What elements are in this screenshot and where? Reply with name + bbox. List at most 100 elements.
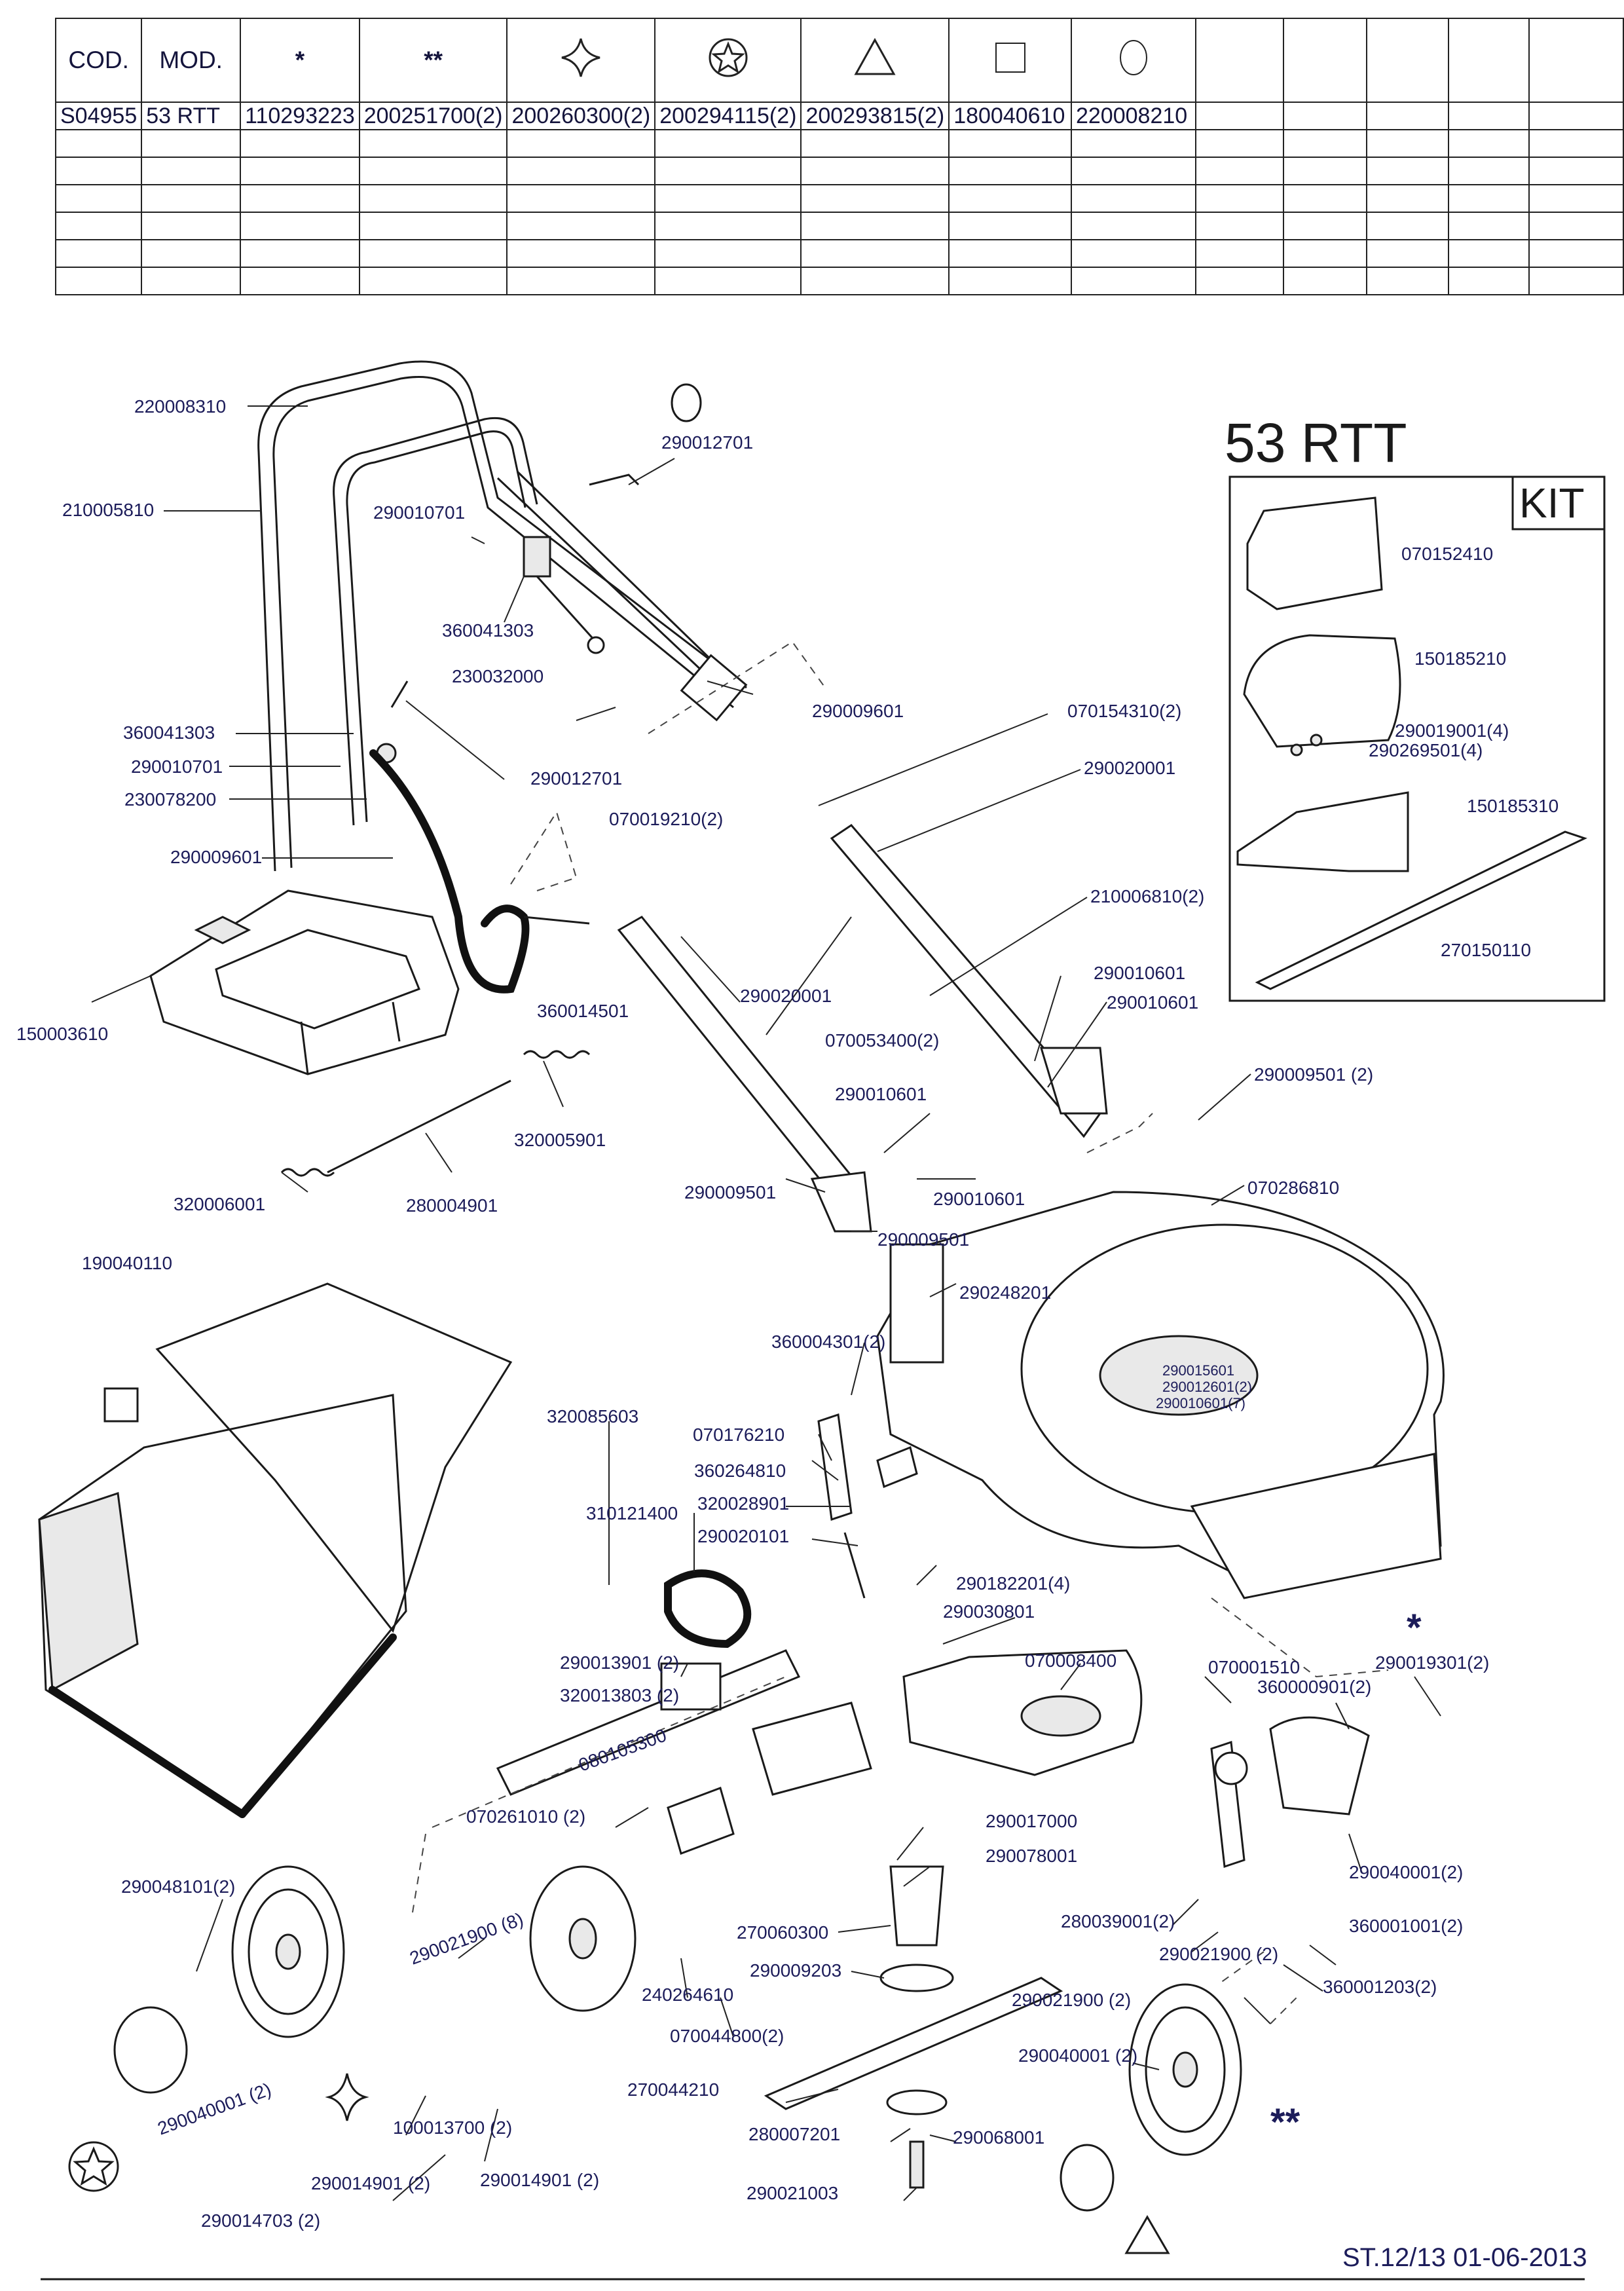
kit-part-290269501: 290269501(4): [1369, 740, 1483, 760]
table-row: [54, 212, 1624, 240]
table-header-cell: [1528, 18, 1624, 103]
table-row: [54, 184, 1624, 213]
callout-290010601: 290010601: [1094, 963, 1185, 983]
callout-210005810: 210005810: [62, 500, 154, 520]
model-title: 53 RTT: [1225, 412, 1407, 474]
table-row: [54, 129, 1624, 158]
table-cell: 180040610: [948, 102, 1072, 130]
table-cell: [1282, 102, 1368, 130]
callout-070286810: 070286810: [1247, 1178, 1339, 1198]
table-cell: [506, 157, 656, 185]
callout-070053400: 070053400(2): [825, 1030, 939, 1051]
table-cell: [240, 157, 360, 185]
double-star-marker: **: [1270, 2101, 1301, 2144]
table-cell: [358, 267, 508, 295]
star-circle-symbol-icon: [68, 2141, 119, 2192]
callout-290013901: 290013901 (2): [560, 1652, 679, 1673]
callout-290040001-c: 290040001 (2): [155, 2079, 274, 2138]
table-cell: [1528, 212, 1624, 240]
callout-290021900-8: 290021900 (8): [407, 1909, 526, 1968]
table-cell: [358, 184, 508, 213]
table-cell: [1447, 129, 1530, 158]
callout-070001510: 070001510: [1208, 1657, 1300, 1677]
table-cell: [54, 157, 143, 185]
drive-wheel-hub: [529, 1865, 637, 2012]
table-cell: [1366, 184, 1449, 213]
table-cell: [948, 212, 1072, 240]
four-point-star-symbol-icon: [325, 2073, 369, 2121]
table-cell: [54, 212, 143, 240]
callout-280004901: 280004901: [406, 1195, 498, 1216]
callout-320085603: 320085603: [547, 1406, 638, 1426]
flap-springs-rod: [280, 1050, 591, 1177]
table-cell: [1282, 239, 1368, 268]
table-cell: [54, 267, 143, 295]
table-cell: [358, 129, 508, 158]
table-header-cell: [1366, 18, 1449, 103]
table-cell: [800, 267, 950, 295]
height-adjuster: [1210, 1716, 1370, 1869]
callout-290010601-d: 290010601: [933, 1189, 1025, 1209]
callout-290014703: 290014703 (2): [201, 2210, 320, 2231]
table-cell: [1366, 129, 1449, 158]
table-cell: [1366, 157, 1449, 185]
callout-360001203: 360001203(2): [1323, 1977, 1437, 1997]
table-cell: [1070, 157, 1196, 185]
callout-070261010: 070261010 (2): [466, 1806, 585, 1827]
table-cell: [1528, 157, 1624, 185]
handle-knob-assembly: [376, 474, 640, 764]
table-cell: [800, 184, 950, 213]
grouping-dashes: [412, 641, 1389, 2024]
table-header-cell: COD.: [54, 18, 143, 103]
callout-290010601-e: 290010601(7): [1156, 1395, 1246, 1411]
engine-lever: [817, 1413, 918, 1599]
table-cell: [506, 239, 656, 268]
table-cell: [54, 129, 143, 158]
rear-flap: [149, 889, 460, 1075]
table-cell: [240, 212, 360, 240]
table-cell: [800, 212, 950, 240]
table-cell: [1282, 184, 1368, 213]
table-cell: [240, 239, 360, 268]
callout-290009601-b: 290009601: [170, 847, 262, 867]
table-header-cell: MOD.: [141, 18, 242, 103]
callout-360004301: 360004301(2): [771, 1332, 885, 1352]
table-cell: [141, 267, 242, 295]
callout-310121400: 310121400: [586, 1503, 678, 1523]
table-cell: [1528, 102, 1624, 130]
table-cell: [1070, 239, 1196, 268]
gearbox-cover: [902, 1649, 1143, 1776]
table-cell: [1194, 129, 1284, 158]
kit-box: [1228, 475, 1606, 1002]
callout-290021003: 290021003: [747, 2183, 838, 2203]
table-cell: [1447, 157, 1530, 185]
table-cell: [948, 267, 1072, 295]
callout-360001001: 360001001(2): [1349, 1916, 1463, 1936]
table-cell: [1070, 267, 1196, 295]
gearbox-assembly: [496, 1649, 872, 1855]
callout-290030801: 290030801: [943, 1601, 1035, 1622]
table-header-cell: [1447, 18, 1530, 103]
table-cell: [1528, 184, 1624, 213]
legend-symbols: [68, 383, 1170, 2254]
callout-230078200: 230078200: [124, 789, 216, 810]
callout-070008400: 070008400: [1025, 1650, 1116, 1671]
callout-290009601: 290009601: [812, 701, 904, 721]
callout-290020001-b: 290020001: [740, 986, 832, 1006]
table-row: [54, 239, 1624, 268]
triangle-symbol-icon: [1124, 2215, 1170, 2254]
blade-assembly: [764, 1865, 1063, 2189]
table-cell: [506, 129, 656, 158]
callout-070044800: 070044800(2): [670, 2026, 784, 2046]
table-cell: [1282, 212, 1368, 240]
callout-190040110: 190040110: [82, 1253, 172, 1273]
callout-290040001-b: 290040001 (2): [1018, 2045, 1137, 2066]
table-cell: 53 RTT: [141, 102, 242, 130]
callout-290068001: 290068001: [953, 2127, 1044, 2148]
leader-lines: [91, 405, 1441, 2201]
callout-290015601: 290015601: [1162, 1362, 1234, 1379]
table-cell: [1528, 129, 1624, 158]
callout-210006810: 210006810(2): [1090, 886, 1204, 906]
table-cell: [506, 212, 656, 240]
